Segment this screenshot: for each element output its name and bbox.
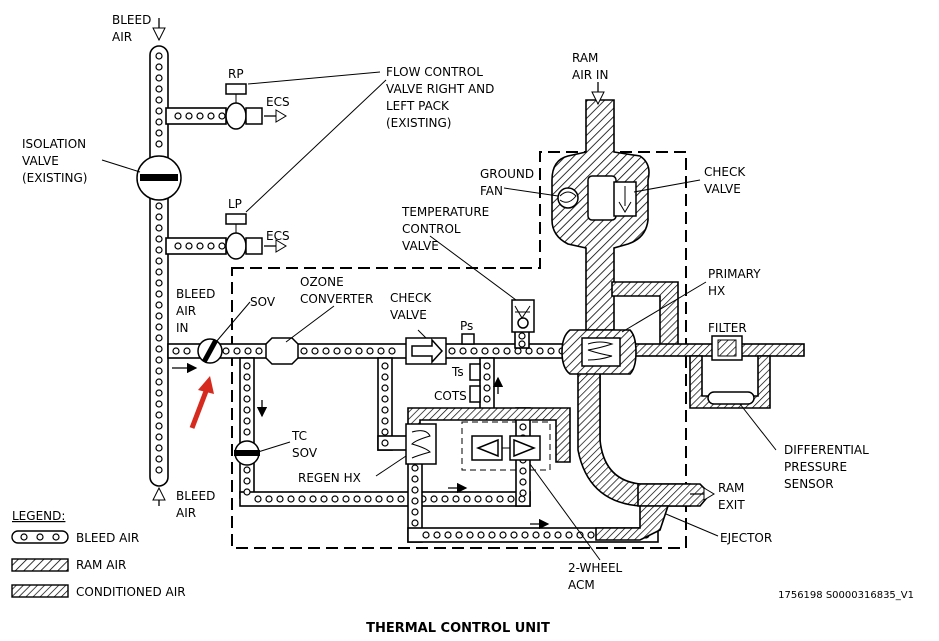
ecs-top-label: ECS <box>266 95 290 109</box>
isolation-valve <box>136 155 182 201</box>
legend-item-ram-air: RAM AIR <box>76 558 126 572</box>
isolation-valve-label-line-3: (EXISTING) <box>22 171 87 185</box>
cots-sensor <box>469 385 481 403</box>
temperature-control-valve-label-line-3: VALVE <box>402 239 439 253</box>
tc-sov-valve <box>234 440 260 466</box>
bleed-air-in-label-line-3: IN <box>176 321 189 335</box>
highlight-arrow <box>189 376 214 429</box>
check-valve-top-label-line-2: VALVE <box>704 182 741 196</box>
ozone-converter-label-line-2: CONVERTER <box>300 292 373 306</box>
ram-air-in-label-line-1: RAM <box>572 51 598 65</box>
sov-label: SOV <box>250 295 276 309</box>
primary-hx-label-line-1: PRIMARY <box>708 267 761 281</box>
regen-hx <box>405 423 437 465</box>
ground-fan <box>557 187 579 209</box>
temperature-control-valve <box>511 299 535 333</box>
flow-control-valve-label-line-3: LEFT PACK <box>386 99 450 113</box>
bleed-regen-branch <box>377 357 495 451</box>
ejector-label: EJECTOR <box>720 531 772 545</box>
ps-label: Ps <box>460 319 473 333</box>
flow-control-valve-label-line-1: FLOW CONTROL <box>386 65 483 79</box>
two-wheel-acm-label-line-2: ACM <box>568 578 595 592</box>
bleed-branch-lp <box>165 237 227 255</box>
acm-dashed-box <box>461 421 551 471</box>
bleed-main-horizontal <box>167 343 569 359</box>
rp-valve <box>225 83 263 130</box>
flow-control-valve-label-line-2: VALVE RIGHT AND <box>386 82 494 96</box>
regen-hx-label: REGEN HX <box>298 471 361 485</box>
bleed-air-in-label-line-2: AIR <box>176 304 196 318</box>
differential-pressure-sensor-label-line-1: DIFFERENTIAL <box>784 443 869 457</box>
check-valve-mid-label-line-1: CHECK <box>390 291 432 305</box>
tcu-boundary <box>231 151 687 549</box>
lp-valve <box>225 213 263 260</box>
ram-air-in-label-line-2: AIR IN <box>572 68 608 82</box>
legend-item-bleed-air: BLEED AIR <box>76 531 139 545</box>
ecs-bottom-label: ECS <box>266 229 290 243</box>
lp-label: LP <box>228 197 242 211</box>
ozone-converter-label-line-1: OZONE <box>300 275 344 289</box>
differential-pressure-sensor-label-line-2: PRESSURE <box>784 460 847 474</box>
isolation-valve-label-line-2: VALVE <box>22 154 59 168</box>
bleed-air-top-label-line-2: AIR <box>112 30 132 44</box>
filter-label: FILTER <box>708 321 747 335</box>
two-wheel-acm <box>471 435 541 461</box>
filter <box>711 335 743 361</box>
bleed-air-in-label-line-1: BLEED <box>176 287 215 301</box>
legend-title: LEGEND: <box>12 509 65 523</box>
diagram-title: THERMAL CONTROL UNIT <box>366 621 550 636</box>
bleed-branch-rp <box>165 107 227 125</box>
legend-item-conditioned-air: CONDITIONED AIR <box>76 585 186 599</box>
rp-label: RP <box>228 67 244 81</box>
sov-valve <box>197 338 223 364</box>
bleed-air-top-label-line-1: BLEED <box>112 13 151 27</box>
two-wheel-acm-label-line-1: 2-WHEEL <box>568 561 623 575</box>
check-valve-bleed <box>405 337 447 365</box>
ram-exit-label-line-2: EXIT <box>718 498 745 512</box>
ram-exit-label-line-1: RAM <box>718 481 744 495</box>
legend-symbols <box>11 530 69 598</box>
ram-exit-duct <box>595 483 712 541</box>
bleed-tc-branch <box>239 357 531 507</box>
figure-id: 1756198 S0000316835_V1 <box>778 590 914 601</box>
ground-fan-label-line-1: GROUND <box>480 167 534 181</box>
differential-pressure-sensor <box>707 391 755 405</box>
diagram-labels: BLEED AIR ISOLATION VALVE (EXISTING) RP LP ECS E… <box>12 13 914 636</box>
bleed-air-bottom-label-line-2: AIR <box>176 506 196 520</box>
flow-control-valve-label-line-4: (EXISTING) <box>386 116 451 130</box>
differential-pressure-sensor-label-line-3: SENSOR <box>784 477 834 491</box>
bleed-air-bottom-label-line-1: BLEED <box>176 489 215 503</box>
check-valve-ram <box>587 175 637 221</box>
ts-label: Ts <box>451 365 464 379</box>
leader-lines <box>101 71 777 561</box>
tc-sov-label-line-1: TC <box>291 429 307 443</box>
ground-fan-label-line-2: FAN <box>480 184 503 198</box>
tc-sov-label-line-2: SOV <box>292 446 318 460</box>
ozone-converter <box>265 337 299 365</box>
check-valve-top-label-line-1: CHECK <box>704 165 746 179</box>
temperature-control-valve-label-line-1: TEMPERATURE <box>401 205 489 219</box>
cots-label: COTS <box>434 389 467 403</box>
flow-arrows <box>152 18 715 530</box>
isolation-valve-label-line-1: ISOLATION <box>22 137 86 151</box>
primary-hx-label-line-2: HX <box>708 284 725 298</box>
ts-sensor <box>469 363 481 381</box>
ps-sensor <box>461 333 475 345</box>
check-valve-mid-label-line-2: VALVE <box>390 308 427 322</box>
primary-hx <box>561 329 637 375</box>
temperature-control-valve-label-line-2: CONTROL <box>402 222 461 236</box>
